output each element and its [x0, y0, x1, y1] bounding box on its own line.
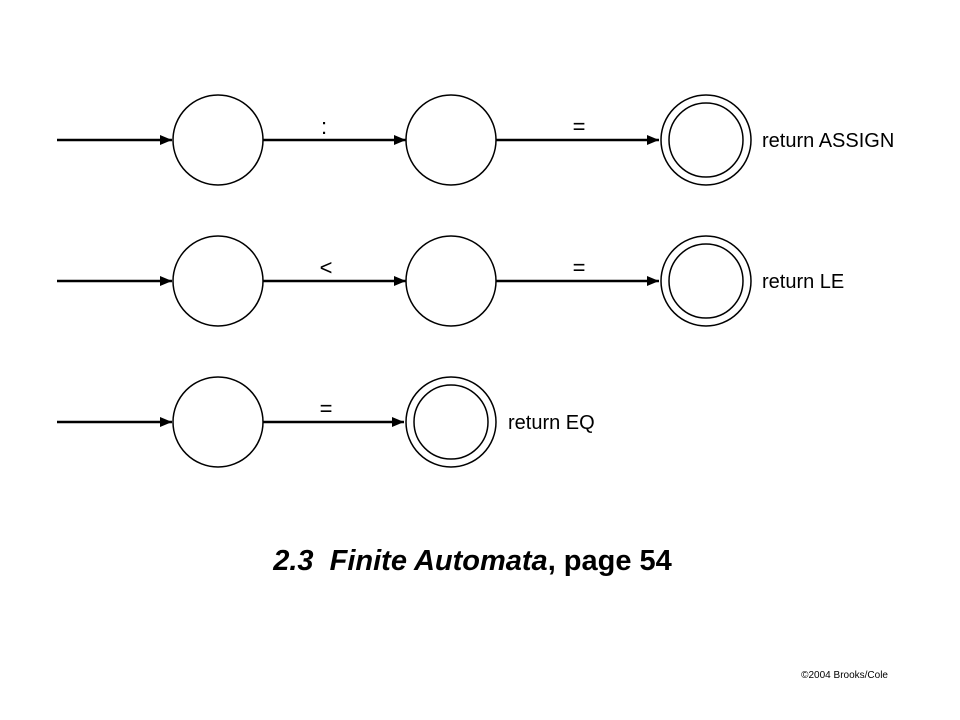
copyright-notice: ©2004 Brooks/Cole [801, 670, 888, 681]
caption-page: , page 54 [547, 545, 672, 577]
state-intermediate [405, 94, 497, 186]
accept-state-inner [668, 243, 744, 319]
transition-label: = [573, 114, 586, 139]
state-start [172, 376, 264, 468]
transition-label: : [321, 114, 327, 139]
accept-state-inner [413, 384, 489, 460]
automaton-assign: : = return ASSIGN [57, 94, 894, 186]
transition-label: < [320, 255, 333, 280]
caption-number: 2.3 [273, 545, 314, 577]
automaton-le: < = return LE [57, 235, 844, 327]
accept-label: return ASSIGN [762, 130, 894, 152]
transition-label: = [573, 255, 586, 280]
automaton-eq: = return EQ [57, 376, 595, 468]
accept-state-inner [668, 102, 744, 178]
accept-label: return EQ [508, 412, 595, 434]
accept-state-outer [660, 94, 752, 186]
figure-caption: 2.3 Finite Automata, page 54 [0, 545, 945, 578]
accept-state-outer [405, 376, 497, 468]
transition-label: = [320, 396, 333, 421]
state-intermediate [405, 235, 497, 327]
accept-label: return LE [762, 271, 844, 293]
accept-state-outer [660, 235, 752, 327]
caption-title: Finite Automata [329, 545, 548, 577]
state-start [172, 235, 264, 327]
state-start [172, 94, 264, 186]
